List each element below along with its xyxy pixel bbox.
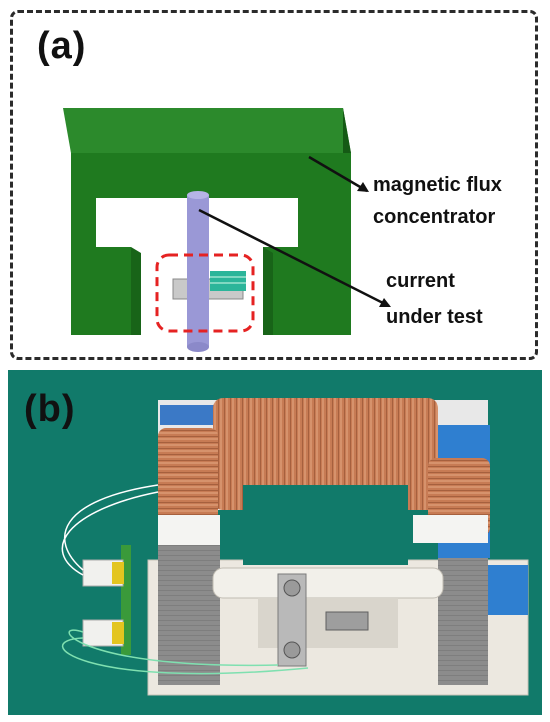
magnetic-flux-concentrator-core bbox=[71, 153, 351, 335]
schematic-panel: (a) magnetic flux concentrator current u… bbox=[10, 10, 538, 360]
hall-sensor-chip bbox=[210, 271, 246, 291]
flux-concentrator-diagram bbox=[63, 108, 391, 352]
white-tape-right bbox=[413, 515, 488, 543]
current-conductor-top bbox=[187, 191, 209, 199]
screw-top bbox=[283, 579, 301, 597]
core-left-leg bbox=[158, 535, 220, 685]
sensor-wire bbox=[61, 491, 159, 576]
sensor-highlight-box bbox=[155, 253, 255, 333]
core-right-leg bbox=[438, 535, 488, 685]
panel-a-label: (a) bbox=[37, 25, 87, 67]
pcb-strip bbox=[121, 545, 131, 655]
prototype-illustration bbox=[8, 370, 542, 715]
core-gap-bracket bbox=[212, 567, 444, 599]
core-window bbox=[243, 485, 408, 565]
core-top-face bbox=[63, 108, 351, 153]
core-slot-shadow-right bbox=[263, 247, 273, 335]
flux-arrow-line bbox=[308, 155, 368, 193]
current-label-line2: under test bbox=[386, 306, 483, 328]
panel-b-label: (b) bbox=[24, 388, 76, 430]
connector-top-clip bbox=[112, 562, 124, 584]
flux-arrow-head bbox=[357, 182, 369, 192]
flux-label-line1: magnetic flux bbox=[373, 174, 502, 196]
signal-wire bbox=[62, 637, 309, 675]
sensor-wire bbox=[64, 484, 159, 571]
blue-tape-base bbox=[488, 565, 528, 615]
current-conductor bbox=[187, 195, 209, 347]
copper-winding-left bbox=[158, 428, 218, 523]
hall-sensor bbox=[325, 611, 369, 631]
current-arrow-head bbox=[379, 298, 391, 307]
current-arrow-line bbox=[198, 208, 390, 308]
core-slot-shadow bbox=[131, 247, 141, 335]
current-label-line1: current bbox=[386, 270, 455, 292]
flux-label-line2: concentrator bbox=[373, 206, 496, 228]
current-conductor-bottom bbox=[187, 342, 209, 352]
photo-panel: (b) bbox=[8, 370, 542, 715]
connector-bottom-clip bbox=[112, 622, 124, 644]
screw-bottom bbox=[283, 641, 301, 659]
white-tape-left bbox=[158, 515, 220, 545]
copper-winding-top bbox=[213, 398, 438, 510]
blue-tape-left bbox=[160, 405, 218, 425]
signal-wire bbox=[68, 629, 279, 667]
